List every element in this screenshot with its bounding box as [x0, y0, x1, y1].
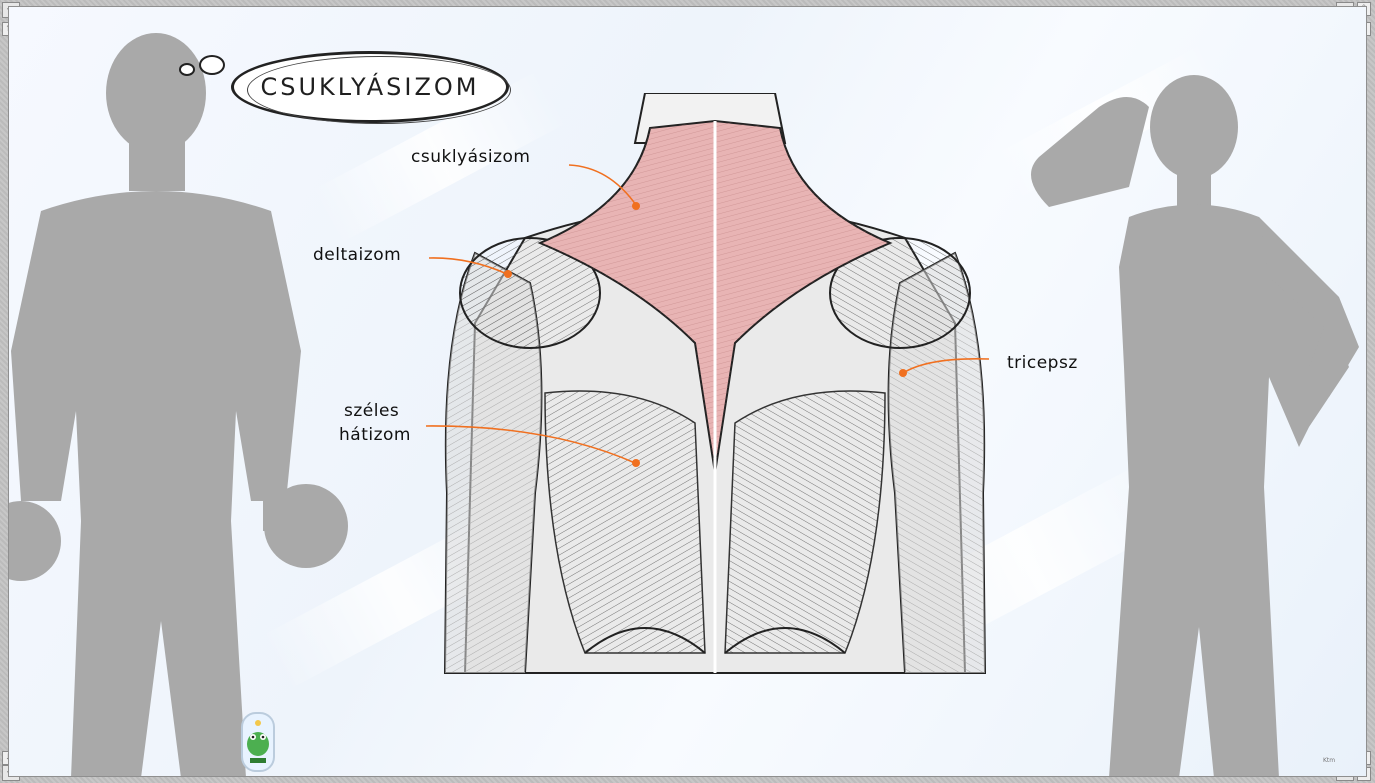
label-szeles-line1: széles — [344, 401, 399, 421]
pin-csuklyasizom — [632, 202, 640, 210]
slide-canvas: CSUKLYÁSIZOM — [8, 6, 1367, 777]
label-szeles-line2: hátizom — [339, 425, 411, 445]
pin-szeles-hatizom — [632, 459, 640, 467]
label-leader-lines — [9, 7, 1367, 777]
label-csuklyasizom: csuklyásizom — [411, 147, 531, 167]
pin-deltaizom — [504, 270, 512, 278]
pin-tricepsz — [899, 369, 907, 377]
label-tricepsz: tricepsz — [1007, 353, 1078, 373]
frog-mascot-logo-icon — [241, 712, 275, 772]
signature-mark: Ktm — [1323, 757, 1335, 764]
label-deltaizom: deltaizom — [313, 245, 401, 265]
